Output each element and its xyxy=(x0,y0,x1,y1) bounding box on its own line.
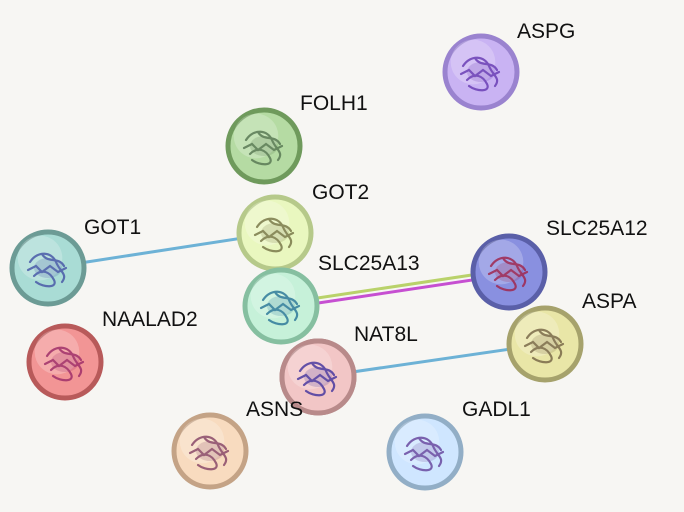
protein-structure-icon xyxy=(26,252,68,288)
ribbon-path xyxy=(417,436,443,452)
ribbon-path xyxy=(501,256,527,272)
ribbon-path xyxy=(57,346,83,362)
ribbon-path xyxy=(202,435,228,451)
ribbon-core xyxy=(250,136,278,156)
node-label-gadl1: GADL1 xyxy=(462,398,531,421)
ribbon-core xyxy=(51,352,79,372)
ribbon-path xyxy=(523,340,565,350)
node-layer xyxy=(9,33,584,491)
ribbon-path xyxy=(403,448,445,458)
protein-structure-icon xyxy=(253,217,295,253)
ribbon-core xyxy=(196,441,224,461)
ribbon-path xyxy=(273,290,299,306)
ribbon-path xyxy=(43,358,85,368)
ribbon-core xyxy=(261,223,289,243)
ribbon-core xyxy=(34,258,62,278)
node-slc25a13[interactable] xyxy=(242,267,320,345)
node-label-aspa: ASPA xyxy=(582,290,636,313)
ribbon-path xyxy=(259,302,301,312)
node-nat8l-overlay xyxy=(279,338,357,416)
edge-slc25a13-slc25a12-1 xyxy=(279,268,511,306)
ribbon-path xyxy=(188,447,230,457)
ribbon-path xyxy=(242,142,284,152)
node-label-folh1: FOLH1 xyxy=(300,92,368,115)
node-aspg[interactable] xyxy=(442,33,520,111)
ribbon-path xyxy=(461,56,499,88)
ribbon-path xyxy=(255,217,293,249)
node-label-aspg: ASPG xyxy=(517,20,575,43)
protein-structure-icon xyxy=(403,436,445,472)
ribbon-path xyxy=(487,268,529,278)
node-label-got1: GOT1 xyxy=(84,216,141,239)
ribbon-path xyxy=(253,229,295,239)
ribbon-path xyxy=(473,56,499,72)
protein-structure-icon xyxy=(296,361,338,397)
protein-structure-icon xyxy=(259,290,301,326)
protein-structure-icon xyxy=(459,56,501,92)
node-naalad2[interactable] xyxy=(26,323,104,401)
ribbon-path xyxy=(310,361,336,377)
node-aspa[interactable] xyxy=(506,305,584,383)
ribbon-path xyxy=(256,130,282,146)
protein-structure-icon xyxy=(242,130,284,166)
node-label-slc25a13: SLC25A13 xyxy=(318,252,420,275)
ribbon-path xyxy=(298,361,336,393)
ribbon-core xyxy=(304,367,332,387)
protein-structure-icon xyxy=(188,435,230,471)
ribbon-path xyxy=(296,373,338,383)
edge-slc25a13-slc25a12-2 xyxy=(279,272,511,310)
ribbon-path xyxy=(244,130,282,162)
node-gadl1[interactable] xyxy=(386,413,464,491)
ribbon-core xyxy=(495,262,523,282)
ribbon-path xyxy=(45,346,83,378)
node-asns[interactable] xyxy=(171,412,249,490)
ribbon-path xyxy=(525,328,563,360)
ribbon-path xyxy=(489,256,527,288)
node-label-naalad2: NAALAD2 xyxy=(102,308,198,331)
node-slc25a12[interactable] xyxy=(470,233,548,311)
ribbon-path xyxy=(405,436,443,468)
ribbon-path xyxy=(40,252,66,268)
ribbon-path xyxy=(537,328,563,344)
protein-structure-icon xyxy=(523,328,565,364)
ribbon-path xyxy=(459,68,501,78)
node-label-slc25a12: SLC25A12 xyxy=(546,217,648,240)
node-label-asns: ASNS xyxy=(246,398,303,421)
ribbon-path xyxy=(261,290,299,322)
protein-structure-icon xyxy=(487,256,529,292)
node-label-nat8l: NAT8L xyxy=(354,323,418,346)
node-folh1[interactable] xyxy=(225,107,303,185)
node-label-got2: GOT2 xyxy=(312,181,369,204)
ribbon-path xyxy=(190,435,228,467)
ribbon-core xyxy=(531,334,559,354)
ribbon-path xyxy=(267,217,293,233)
ribbon-core xyxy=(467,62,495,82)
ribbon-path xyxy=(26,264,68,274)
node-got1[interactable] xyxy=(9,229,87,307)
protein-structure-icon xyxy=(43,346,85,382)
ribbon-core xyxy=(411,442,439,462)
node-got2[interactable] xyxy=(236,194,314,272)
ribbon-core xyxy=(267,296,295,316)
ribbon-path xyxy=(28,252,66,284)
